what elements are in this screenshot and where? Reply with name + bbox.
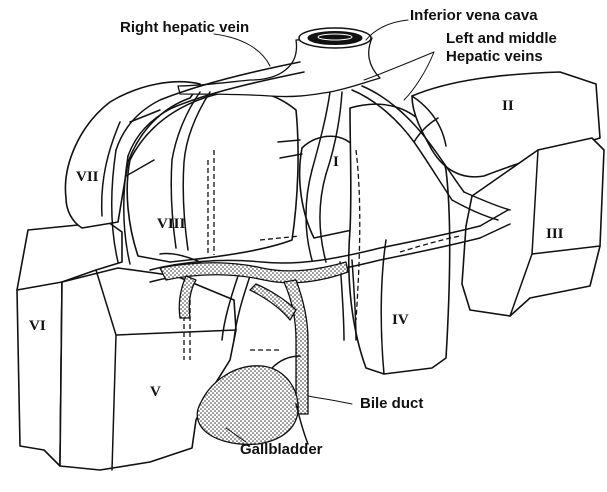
label-right-hepatic-vein: Right hepatic vein <box>120 19 249 36</box>
segment-label-i: I <box>333 154 339 170</box>
segment-label-iv: IV <box>392 312 409 328</box>
segment-label-vii: VII <box>76 169 99 185</box>
label-left-middle-line1: Left and middle <box>446 30 557 47</box>
segment-label-vi: VI <box>29 318 46 334</box>
label-bile-duct: Bile duct <box>360 395 423 412</box>
segment-label-iii: III <box>546 226 564 242</box>
segment-label-viii: VIII <box>157 216 186 232</box>
segment-label-ii: II <box>502 98 514 114</box>
label-inferior-vena-cava: Inferior vena cava <box>410 7 538 24</box>
label-gallbladder: Gallbladder <box>240 441 323 458</box>
segment-v-block <box>60 268 236 470</box>
label-left-middle-line2: Hepatic veins <box>446 48 543 65</box>
inferior-vena-cava <box>178 28 380 97</box>
segment-label-v: V <box>150 384 161 400</box>
